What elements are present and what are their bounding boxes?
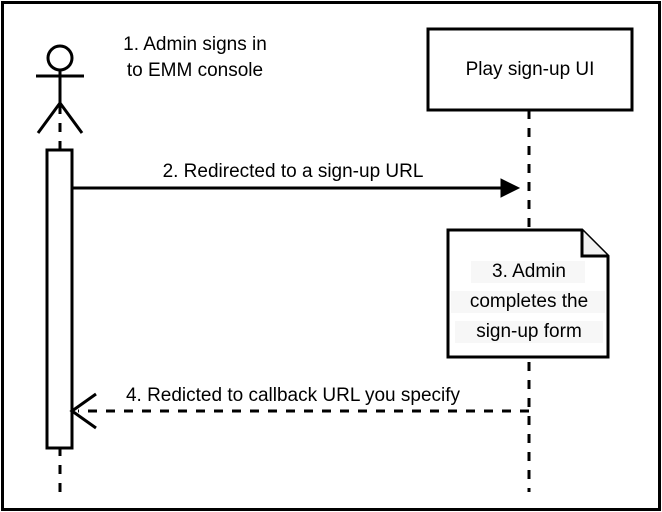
admin-label-line-1: 1. Admin signs in: [123, 34, 267, 55]
note-3-line-3: sign-up form: [476, 321, 582, 342]
message-4[interactable]: 4. Redicted to callback URL you specify: [69, 385, 529, 430]
message-4-arrowhead-open: [69, 392, 97, 430]
note-3-text-highlight-3: [455, 321, 603, 343]
note-3-folded-corner-icon: [580, 230, 608, 258]
admin-label-line-2: to EMM console: [127, 60, 263, 81]
play-signup-ui-label: Play sign-up UI: [466, 59, 595, 80]
note-3-line-1: 3. Admin: [492, 261, 566, 282]
message-2-arrowhead-filled: [500, 178, 521, 198]
message-2[interactable]: 2. Redirected to a sign-up URL: [72, 161, 521, 198]
play-signup-ui-box[interactable]: [426, 27, 634, 112]
message-4-label: 4. Redicted to callback URL you specify: [126, 385, 461, 406]
message-2-label: 2. Redirected to a sign-up URL: [163, 161, 424, 182]
stick-figure-actor-icon: [36, 44, 84, 134]
note-3[interactable]: 3. Admin completes the sign-up form: [446, 228, 610, 359]
note-3-line-2: completes the: [470, 291, 588, 312]
note-3-text-highlight-1: [471, 261, 585, 283]
participant-play-signup-ui[interactable]: Play sign-up UI: [426, 27, 634, 492]
activation-bar-admin: [45, 148, 74, 450]
note-3-text-highlight-2: [451, 291, 605, 313]
participant-admin[interactable]: 1. Admin signs in to EMM console: [36, 34, 267, 492]
